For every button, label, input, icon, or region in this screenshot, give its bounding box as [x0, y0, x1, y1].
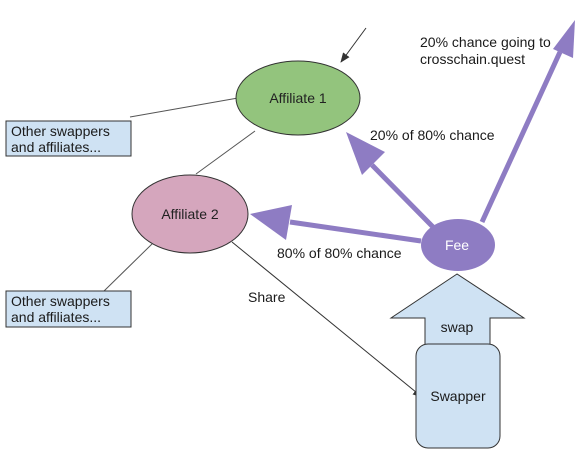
others-top-line1: Other swappers: [11, 123, 110, 139]
affiliate1-node: [235, 60, 361, 136]
affiliate1-share-label: 20% of 80% chance: [370, 127, 495, 143]
others-top-node: [5, 120, 132, 157]
swapper-node: [415, 343, 501, 449]
affiliate2-node: [131, 174, 249, 254]
swapper-label: Swapper: [430, 388, 486, 404]
share-label: Share: [248, 289, 286, 305]
others-bottom-line2: and affiliates...: [11, 309, 101, 325]
arrow-fee-to-affiliate2: [250, 205, 422, 244]
connector-affiliate1-affiliate2: [195, 130, 256, 175]
arrow-fee-to-affiliate1: [346, 132, 435, 229]
affiliate2-label: Affiliate 2: [161, 206, 219, 222]
others-top-line2: and affiliates...: [11, 139, 101, 155]
crosschain-label-line2: crosschain.quest: [420, 51, 525, 67]
fee-label: Fee: [445, 237, 469, 253]
swap-arrow-shape: [389, 273, 526, 355]
fee-node: [421, 219, 495, 271]
arrow-fee-to-crosschain: [479, 20, 575, 224]
affiliate1-label: Affiliate 1: [269, 90, 327, 106]
affiliate2-share-label: 80% of 80% chance: [277, 245, 402, 261]
crosschain-label-line1: 20% chance going to: [420, 34, 551, 50]
swap-label: swap: [441, 319, 474, 335]
share-arrow: [231, 241, 423, 398]
others-bottom-node: [5, 290, 132, 328]
connector-affiliate2-others: [102, 243, 153, 293]
incoming-arrow-affiliate1: [340, 27, 367, 63]
connector-affiliate1-others: [129, 97, 239, 118]
others-bottom-line1: Other swappers: [11, 293, 110, 309]
